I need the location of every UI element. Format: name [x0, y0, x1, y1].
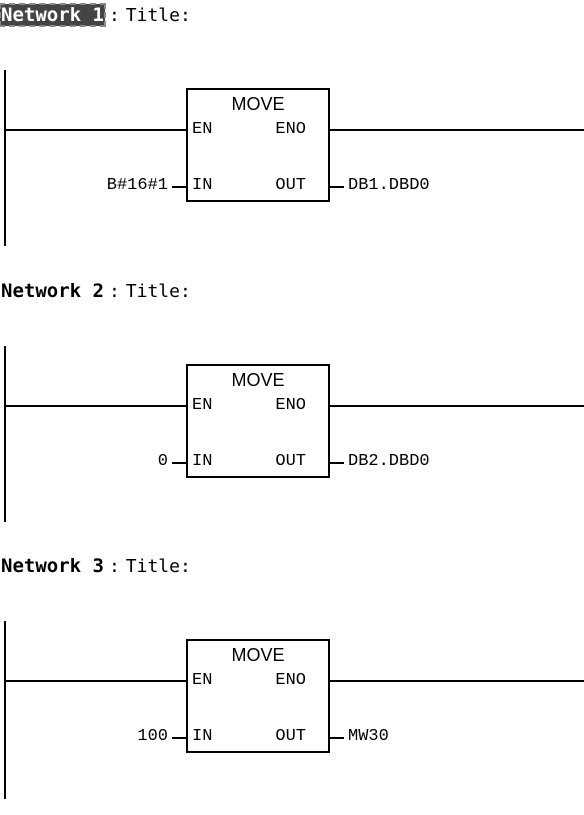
network-3[interactable]: Network 3:Title: MOVE EN ENO IN OUT 100 …	[0, 555, 584, 815]
network-header[interactable]: Network 1:Title:	[0, 3, 191, 30]
in-stub	[172, 186, 186, 188]
in-operand[interactable]: B#16#1	[106, 176, 168, 195]
network-label[interactable]: Network 3	[1, 555, 104, 577]
pin-en: EN	[192, 120, 213, 139]
out-operand[interactable]: DB1.DBD0	[348, 176, 430, 195]
in-stub	[172, 462, 186, 464]
power-rail	[4, 621, 6, 799]
in-stub	[172, 737, 186, 739]
block-name: MOVE	[231, 94, 285, 114]
network-colon: :	[108, 281, 120, 302]
out-stub	[330, 462, 344, 464]
pin-out: OUT	[275, 727, 306, 746]
pin-eno: ENO	[275, 396, 306, 415]
pin-in: IN	[192, 727, 213, 746]
network-title[interactable]: Title:	[125, 281, 191, 302]
eno-wire	[330, 129, 584, 131]
out-stub	[330, 737, 344, 739]
network-1[interactable]: Network 1:Title: MOVE EN ENO IN OUT B#16…	[0, 3, 584, 264]
in-operand[interactable]: 100	[137, 727, 168, 746]
en-wire	[4, 129, 188, 131]
network-colon: :	[108, 5, 120, 26]
move-block[interactable]: MOVE EN ENO IN OUT	[186, 364, 330, 478]
eno-wire	[330, 680, 584, 682]
block-name: MOVE	[231, 370, 285, 390]
network-header[interactable]: Network 2:Title:	[0, 280, 191, 306]
pin-en: EN	[192, 671, 213, 690]
network-colon: :	[108, 556, 120, 577]
network-2[interactable]: Network 2:Title: MOVE EN ENO IN OUT 0 DB…	[0, 280, 584, 540]
pin-in: IN	[192, 452, 213, 471]
en-wire	[4, 680, 188, 682]
power-rail	[4, 346, 6, 522]
pin-eno: ENO	[275, 671, 306, 690]
network-title[interactable]: Title:	[125, 556, 191, 577]
pin-out: OUT	[275, 176, 306, 195]
power-rail	[4, 70, 6, 246]
pin-out: OUT	[275, 452, 306, 471]
network-header[interactable]: Network 3:Title:	[0, 555, 191, 581]
out-operand[interactable]: DB2.DBD0	[348, 452, 430, 471]
network-label[interactable]: Network 1	[0, 3, 106, 27]
en-wire	[4, 405, 188, 407]
move-block[interactable]: MOVE EN ENO IN OUT	[186, 88, 330, 202]
move-block[interactable]: MOVE EN ENO IN OUT	[186, 639, 330, 753]
pin-in: IN	[192, 176, 213, 195]
out-operand[interactable]: MW30	[348, 727, 389, 746]
block-name: MOVE	[231, 645, 285, 665]
out-stub	[330, 186, 344, 188]
eno-wire	[330, 405, 584, 407]
in-operand[interactable]: 0	[157, 452, 168, 471]
pin-en: EN	[192, 396, 213, 415]
network-label[interactable]: Network 2	[1, 280, 104, 302]
network-title[interactable]: Title:	[125, 5, 191, 26]
pin-eno: ENO	[275, 120, 306, 139]
